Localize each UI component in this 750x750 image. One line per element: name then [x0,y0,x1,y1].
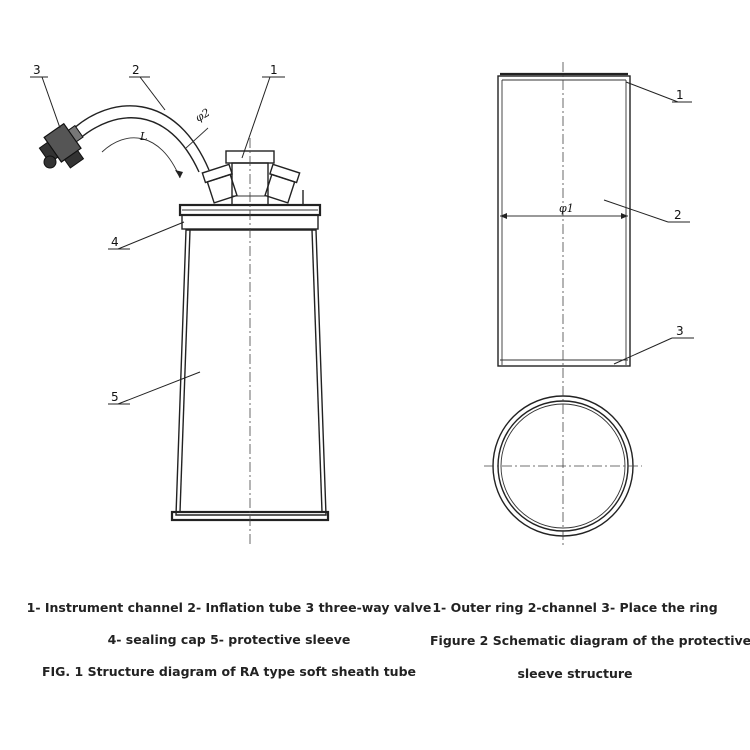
fig2-label-3: 3 [676,324,684,338]
sleeve-side-view [497,72,631,367]
fig1-dim-L: L [139,130,147,143]
fig1-label-4: 4 [111,235,119,249]
fig1-caption-legend-2: 4- sealing cap 5- protective sleeve [107,632,351,647]
fig2-caption-legend: 1- Outer ring 2-channel 3- Place the rin… [432,600,718,615]
fig1-caption-legend: 1- Instrument channel 2- Inflation tube … [26,600,432,615]
fig2-dim-phi1: φ1 [559,202,574,215]
fig2-label-1: 1 [676,88,684,102]
fig1-label-3: 3 [33,63,41,77]
three-way-valve [38,122,85,169]
fig1-label-1: 1 [270,63,278,77]
inflation-tube [71,105,210,179]
instrument-channel [201,150,304,206]
fig1-label-2: 2 [132,63,140,77]
fig2-caption-title-2: sleeve structure [517,666,633,681]
fig2-caption-title: Figure 2 Schematic diagram of the protec… [430,633,750,648]
fig2-label-2: 2 [674,208,682,222]
figure-2-drawing: 1 2 3 φ1 [484,62,694,545]
figure-1-drawing: 1 2 3 4 5 φ2 L [30,63,330,545]
fig1-caption-title: FIG. 1 Structure diagram of RA type soft… [41,664,416,679]
fig1-dim-phi2: φ2 [193,106,212,125]
technical-drawing: 1 2 3 4 5 φ2 L [30,62,694,545]
fig1-label-5: 5 [111,390,119,404]
